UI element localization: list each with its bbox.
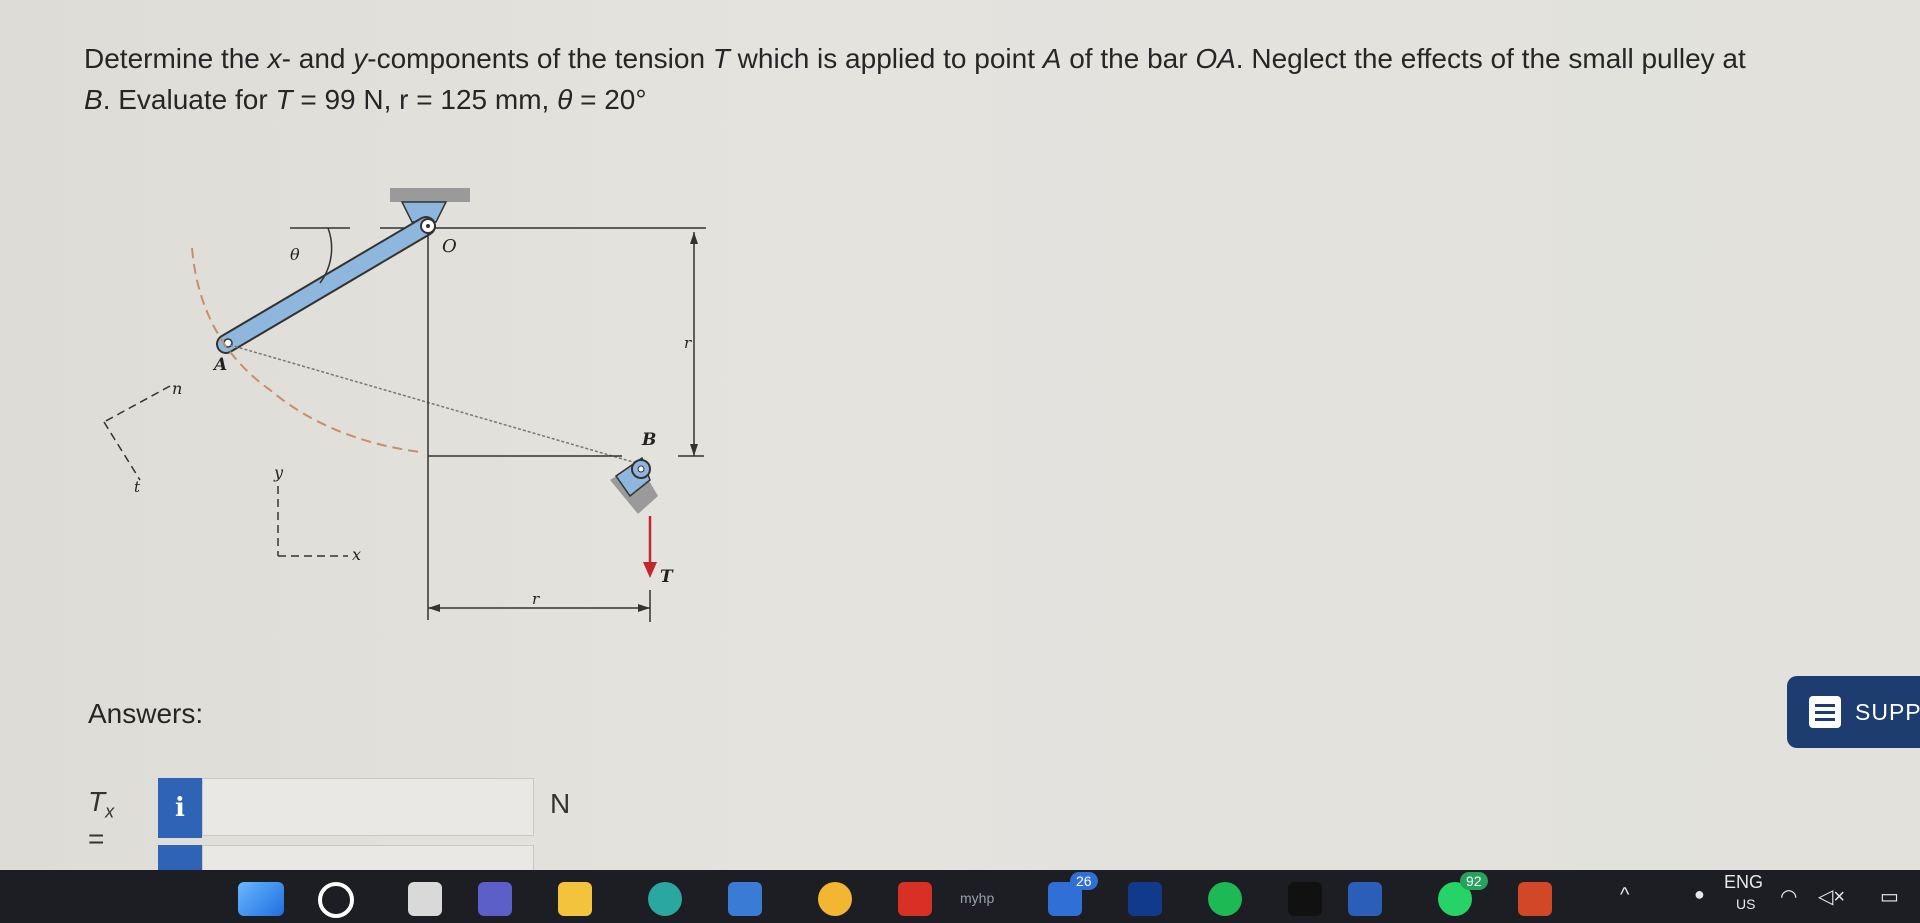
edge-icon[interactable]	[648, 882, 682, 916]
label-y: y	[273, 463, 284, 482]
whatsapp-badge: 92	[1460, 872, 1488, 890]
cable	[229, 344, 641, 465]
r-arrow-bottom	[690, 444, 698, 456]
answers-label: Answers:	[88, 698, 204, 729]
chrome-icon[interactable]	[818, 882, 852, 916]
battery-icon[interactable]: ▭	[1880, 886, 1899, 908]
arc-path	[191, 247, 421, 453]
n-axis	[103, 385, 171, 423]
tx-label: Tx =	[88, 786, 115, 854]
theta-label: θ	[290, 245, 300, 264]
store-icon[interactable]	[728, 882, 762, 916]
label-r-vertical: r	[684, 334, 692, 352]
label-T: T	[660, 567, 674, 587]
label-r-horizontal: r	[532, 590, 540, 608]
ceiling-support	[390, 188, 470, 202]
powerpoint-icon[interactable]	[1518, 882, 1552, 916]
gmail-icon[interactable]	[898, 882, 932, 916]
browser-page: Determine the x- and y-components of the…	[0, 0, 1920, 870]
calendar-badge: 26	[1070, 872, 1098, 890]
label-A: A	[212, 355, 227, 375]
search-icon[interactable]	[318, 882, 354, 918]
pulley-bar-diagram: θ O A n t r B T r	[103, 188, 706, 622]
ty-input[interactable]	[202, 845, 534, 870]
label-x: x	[352, 545, 361, 564]
label-O: O	[442, 236, 457, 257]
file-explorer-icon[interactable]	[558, 882, 592, 916]
pin-O-center	[426, 224, 430, 228]
theta-arc	[319, 227, 333, 284]
tx-input[interactable]	[202, 778, 534, 836]
windows-icon[interactable]	[238, 882, 284, 916]
volume-muted-icon[interactable]: ◁×	[1818, 886, 1846, 908]
myhp-icon[interactable]: myhp	[960, 890, 995, 906]
wifi-icon[interactable]: ◠	[1780, 886, 1798, 908]
language-sub: US	[1736, 896, 1756, 912]
teams-icon[interactable]	[478, 882, 512, 916]
bar-OA	[218, 218, 434, 352]
task-view-icon[interactable]	[408, 882, 442, 916]
support-button[interactable]: SUPP	[1787, 676, 1920, 748]
tx-info-button[interactable]: i	[158, 778, 202, 838]
tension-arrow-head	[643, 562, 657, 578]
netflix-icon[interactable]	[1288, 882, 1322, 916]
ty-info-button[interactable]	[158, 845, 202, 870]
pulley-B-center	[637, 465, 645, 473]
support-label: SUPP	[1855, 698, 1920, 725]
tx-unit: N	[550, 788, 571, 819]
question-text: Determine the x- and y-components of the…	[84, 43, 1746, 115]
language-indicator[interactable]: ENG	[1724, 872, 1764, 892]
chevron-up-icon[interactable]: ^	[1620, 884, 1630, 906]
chat-icon	[1809, 696, 1841, 728]
t-axis	[103, 421, 141, 481]
label-t: t	[134, 478, 141, 496]
label-n: n	[172, 379, 182, 398]
label-B: B	[641, 430, 656, 450]
taskbar: myhp 26 92 ^ ● ENG US ◠ ◁× ▭	[0, 870, 1920, 923]
r-arrow-left	[428, 604, 440, 612]
spotify-icon[interactable]	[1208, 882, 1242, 916]
disney-icon[interactable]	[1128, 882, 1162, 916]
r-arrow-right	[638, 604, 650, 612]
r-arrow-top	[690, 232, 698, 244]
network-icon[interactable]: ●	[1694, 884, 1705, 904]
word-icon[interactable]	[1348, 882, 1382, 916]
pin-bracket	[400, 201, 448, 223]
